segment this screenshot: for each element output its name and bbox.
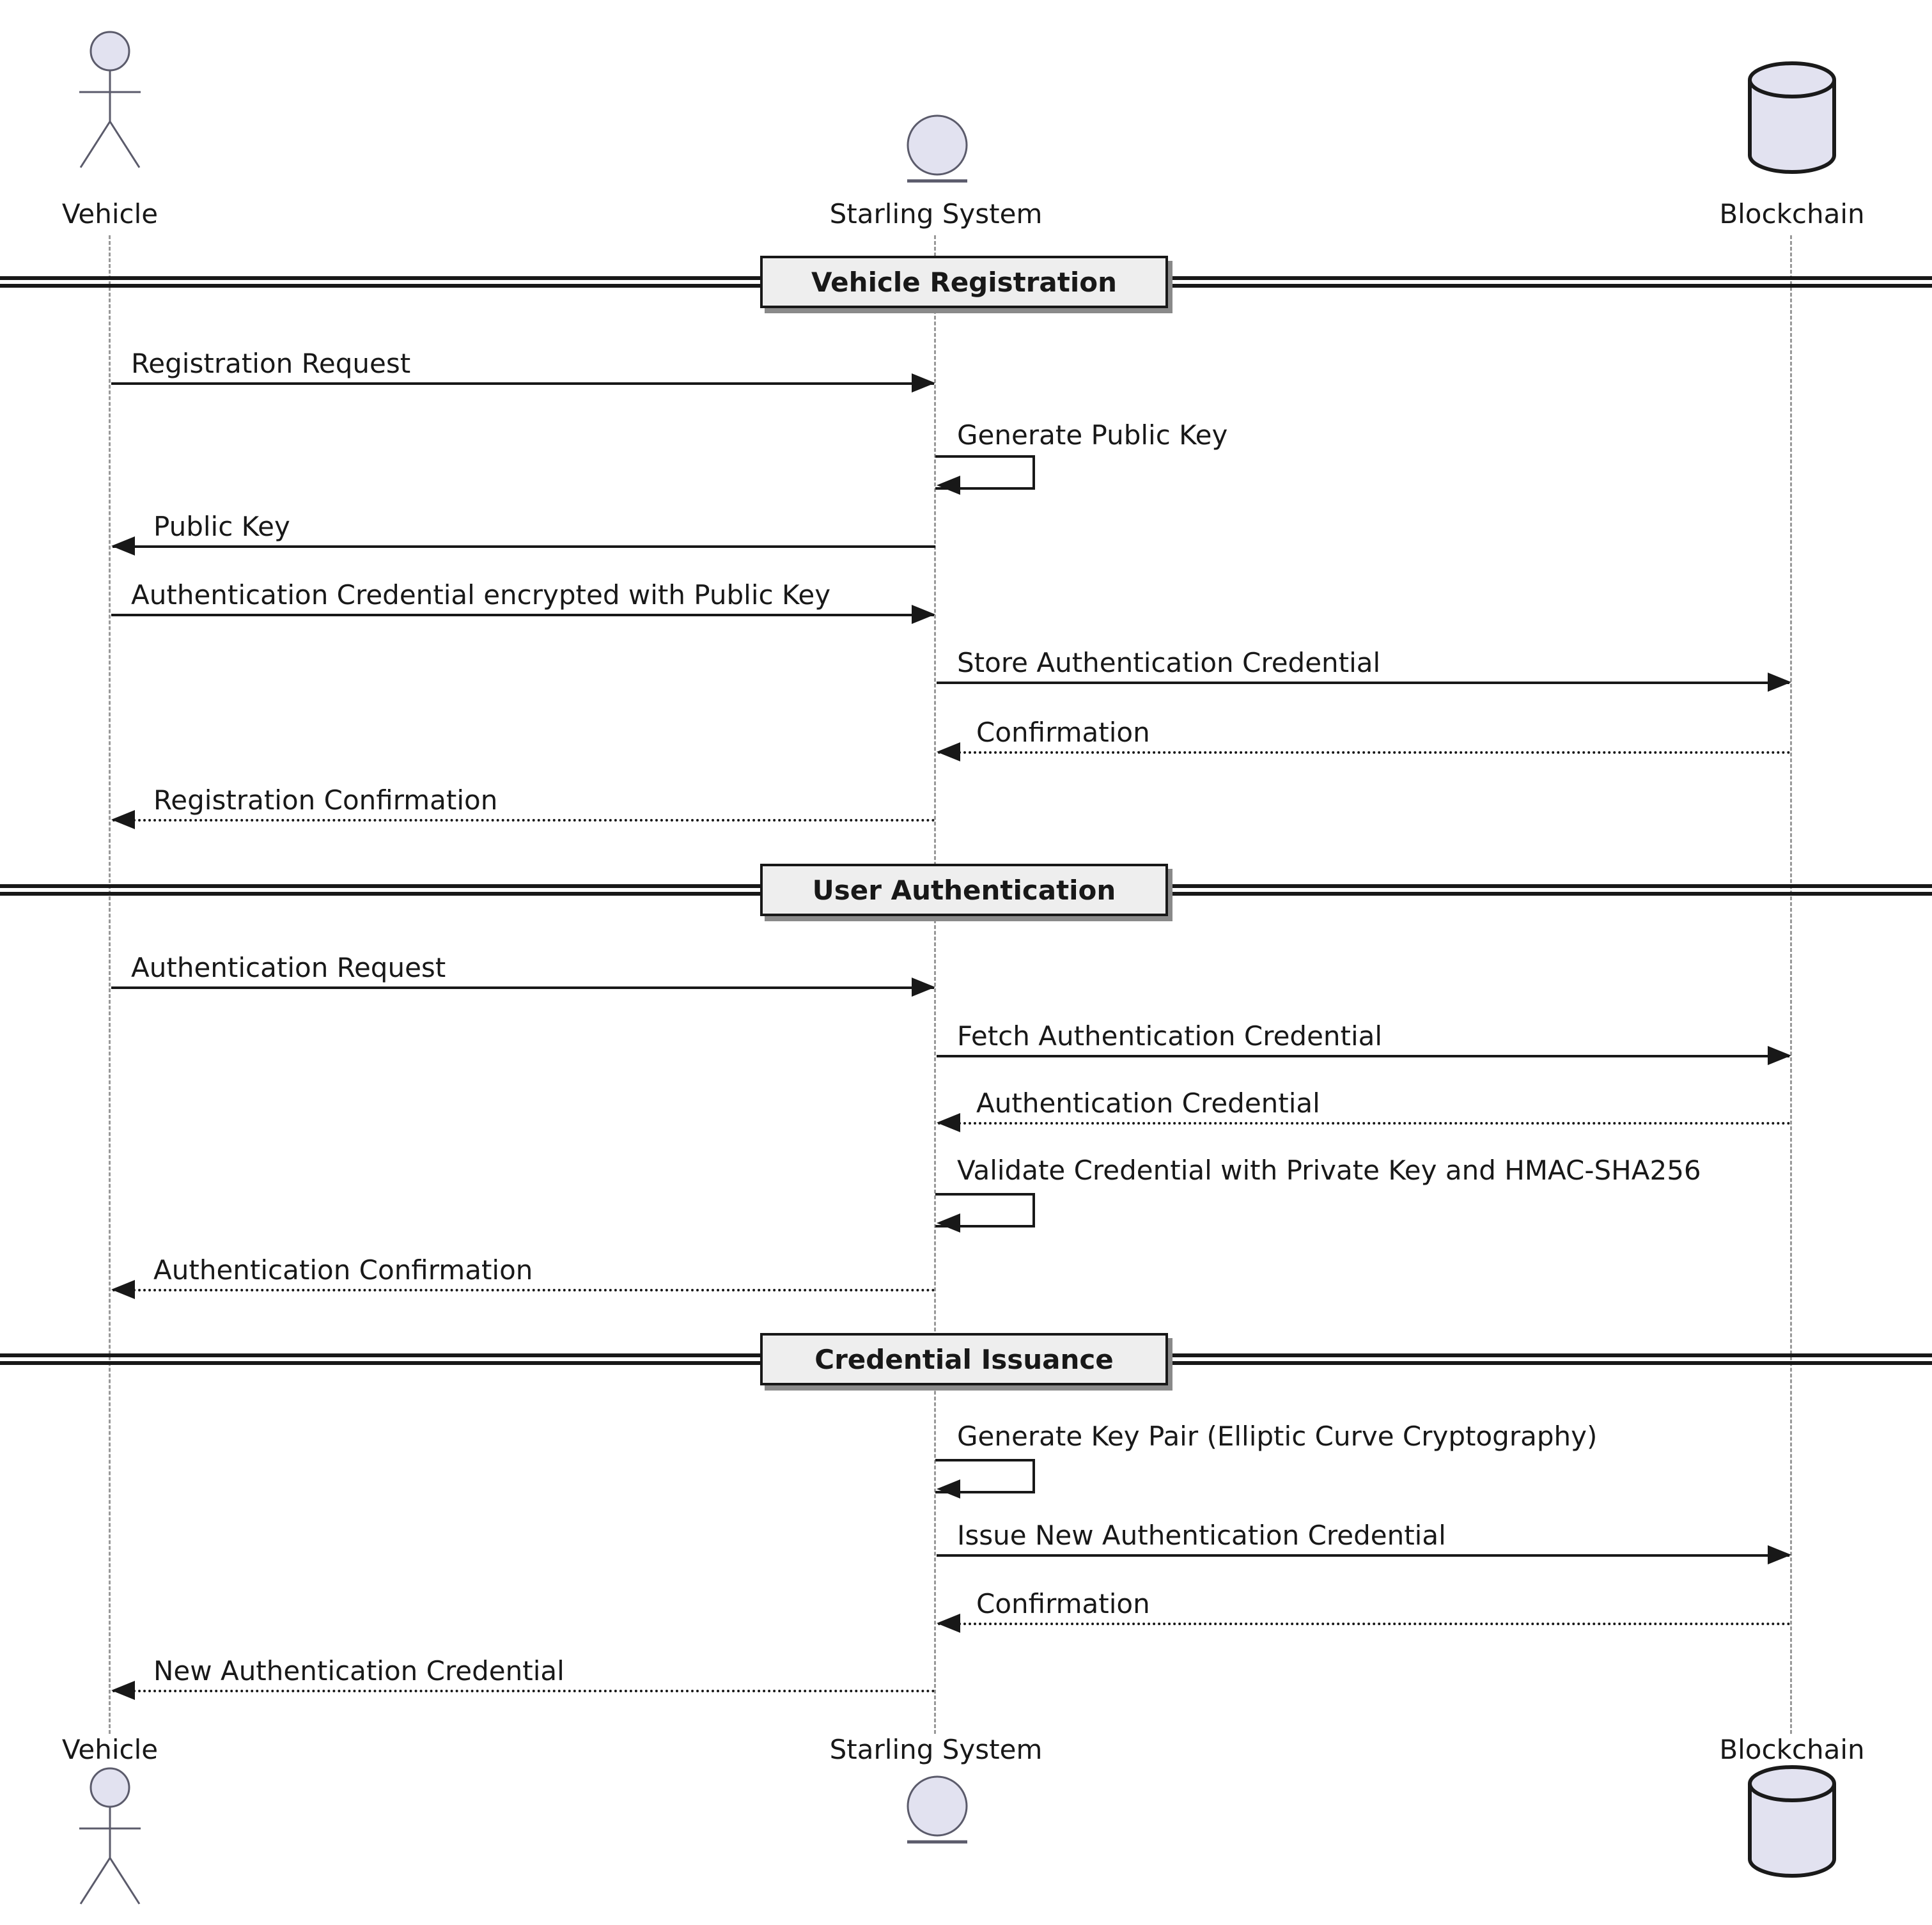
message-label: Public Key: [153, 511, 290, 542]
message-line: [111, 614, 934, 616]
message-label: Store Authentication Credential: [957, 647, 1381, 678]
arrowhead-right-icon: [912, 373, 935, 393]
self-message-loop: [935, 1459, 1035, 1493]
message-line: [111, 986, 934, 989]
message-line: [113, 819, 935, 822]
section-title: Credential Issuance: [814, 1343, 1114, 1375]
message-label: Generate Public Key: [957, 419, 1228, 451]
actor-icon: [79, 1767, 141, 1905]
database-icon: [1748, 61, 1836, 174]
arrowhead-left-icon: [937, 1479, 960, 1499]
message-label: Registration Confirmation: [153, 784, 498, 816]
participant-label-vehicle-bottom: Vehicle: [61, 1734, 159, 1765]
section-title: Vehicle Registration: [811, 266, 1118, 298]
self-message-loop: [935, 455, 1035, 490]
arrowhead-left-icon: [111, 1280, 135, 1299]
message-line: [937, 1055, 1789, 1057]
arrowhead-left-icon: [937, 1113, 960, 1132]
participant-label-blockchain-top: Blockchain: [1719, 198, 1865, 230]
participant-label-blockchain-bottom: Blockchain: [1719, 1734, 1865, 1765]
message-line: [938, 751, 1791, 754]
message-line: [111, 382, 934, 385]
lifeline-blockchain: [1790, 235, 1792, 1734]
arrowhead-left-icon: [111, 536, 135, 556]
message-line: [937, 682, 1789, 684]
section-divider-vehicle-registration: Vehicle Registration: [760, 256, 1168, 308]
message-line: [113, 1690, 935, 1692]
message-label: Confirmation: [976, 1588, 1150, 1619]
participant-label-starling-top: Starling System: [829, 198, 1043, 230]
section-divider-credential-issuance: Credential Issuance: [760, 1333, 1168, 1385]
arrowhead-left-icon: [111, 810, 135, 829]
message-label: Fetch Authentication Credential: [957, 1020, 1383, 1052]
section-title: User Authentication: [812, 874, 1116, 906]
message-label: Confirmation: [976, 717, 1150, 748]
arrowhead-left-icon: [937, 1614, 960, 1633]
message-label: Generate Key Pair (Elliptic Curve Crypto…: [957, 1421, 1598, 1452]
message-label: Registration Request: [131, 348, 411, 379]
message-line: [937, 1554, 1789, 1557]
message-label: Validate Credential with Private Key and…: [957, 1155, 1701, 1186]
arrowhead-left-icon: [937, 742, 960, 761]
message-label: New Authentication Credential: [153, 1655, 565, 1687]
database-icon: [1748, 1765, 1836, 1878]
arrowhead-right-icon: [912, 978, 935, 997]
arrowhead-right-icon: [1768, 1545, 1791, 1564]
arrowhead-left-icon: [937, 1213, 960, 1233]
participant-label-vehicle-top: Vehicle: [61, 198, 159, 230]
entity-icon: [907, 1775, 968, 1844]
arrowhead-left-icon: [937, 476, 960, 495]
arrowhead-right-icon: [1768, 673, 1791, 692]
message-line: [938, 1623, 1791, 1625]
section-divider-user-authentication: User Authentication: [760, 864, 1168, 916]
message-label: Issue New Authentication Credential: [957, 1520, 1446, 1551]
arrowhead-left-icon: [111, 1681, 135, 1700]
message-label: Authentication Request: [131, 952, 446, 983]
entity-icon: [907, 114, 968, 183]
participant-label-starling-bottom: Starling System: [829, 1734, 1043, 1765]
message-line: [938, 1122, 1791, 1125]
lifeline-vehicle: [109, 235, 111, 1734]
message-label: Authentication Confirmation: [153, 1254, 533, 1286]
message-line: [113, 1289, 935, 1291]
message-label: Authentication Credential: [976, 1087, 1320, 1119]
actor-icon: [79, 31, 141, 168]
arrowhead-right-icon: [912, 605, 935, 624]
message-label: Authentication Credential encrypted with…: [131, 579, 831, 611]
arrowhead-right-icon: [1768, 1046, 1791, 1065]
message-line: [113, 545, 935, 548]
self-message-loop: [935, 1193, 1035, 1227]
